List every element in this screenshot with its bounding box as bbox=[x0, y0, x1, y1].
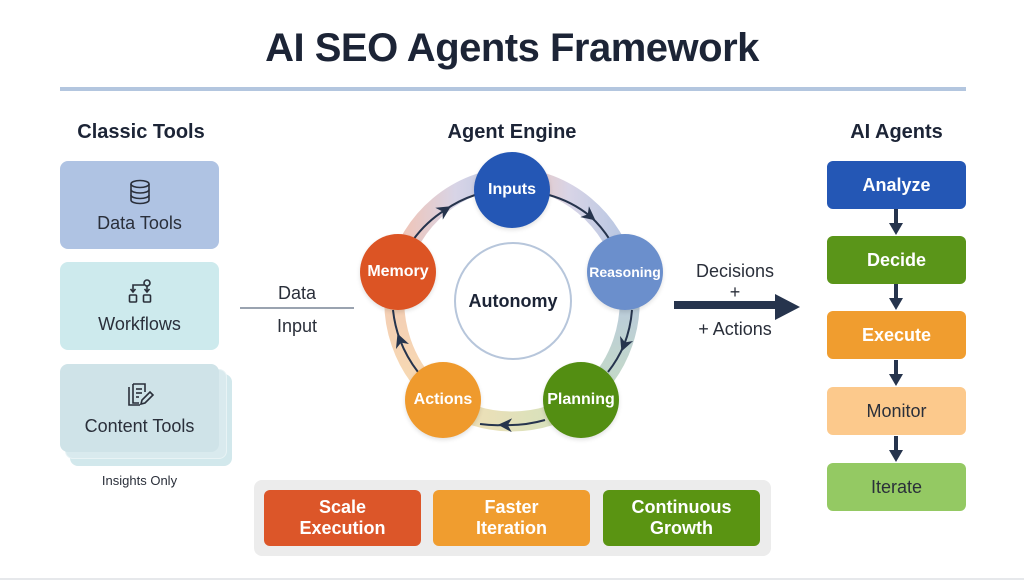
step-decide: Decide bbox=[827, 236, 966, 284]
outcome-line: Faster bbox=[484, 497, 539, 517]
content-tools-label: Content Tools bbox=[84, 415, 195, 436]
arrow-down-icon bbox=[889, 436, 903, 462]
step-monitor: Monitor bbox=[827, 387, 966, 435]
arrow-down-icon bbox=[889, 209, 903, 235]
output-arrow-head bbox=[775, 294, 800, 320]
insights-only-caption: Insights Only bbox=[101, 473, 178, 488]
step-execute-label: Execute bbox=[861, 324, 932, 345]
node-actions: Actions bbox=[405, 362, 481, 438]
input-label: Input bbox=[276, 316, 318, 336]
workflow-icon bbox=[128, 278, 151, 303]
step-iterate: Iterate bbox=[827, 463, 966, 511]
ai-agents-heading: AI Agents bbox=[850, 121, 943, 143]
arrow-down-icon bbox=[889, 284, 903, 310]
outcome-line: Growth bbox=[649, 518, 713, 538]
outcome-line: Scale bbox=[318, 497, 367, 517]
node-reasoning: Reasoning bbox=[587, 234, 663, 310]
node-memory-label: Memory bbox=[367, 263, 429, 280]
flow-arrow-planning-actions bbox=[498, 418, 546, 433]
data-tools-card: Data Tools bbox=[60, 161, 219, 249]
data-tools-label: Data Tools bbox=[97, 212, 182, 233]
database-icon bbox=[129, 179, 150, 204]
node-actions-label: Actions bbox=[413, 391, 473, 408]
node-reasoning-label: Reasoning bbox=[589, 264, 661, 280]
outcome-line: Execution bbox=[299, 518, 386, 538]
step-iterate-label: Iterate bbox=[870, 476, 923, 497]
node-planning: Planning bbox=[543, 362, 619, 438]
arrow-down-icon bbox=[889, 360, 903, 386]
outcome-line: Iteration bbox=[475, 518, 547, 538]
data-label: Data bbox=[277, 283, 317, 303]
step-analyze-label: Analyze bbox=[862, 174, 931, 195]
content-edit-icon bbox=[127, 382, 154, 406]
outcome-line: Continuous bbox=[631, 497, 732, 517]
flow-arrow-reasoning-planning bbox=[620, 309, 634, 352]
flow-arrow-inputs-reasoning bbox=[548, 194, 596, 221]
flow-arrow-reasoning-planning-tail bbox=[607, 344, 625, 373]
step-execute: Execute bbox=[827, 311, 966, 359]
workflows-card: Workflows bbox=[60, 262, 219, 350]
node-planning-label: Planning bbox=[547, 391, 615, 408]
agent-engine-heading: Agent Engine bbox=[447, 121, 577, 143]
node-inputs: Inputs bbox=[474, 152, 550, 228]
autonomy-center: Autonomy bbox=[454, 242, 572, 360]
autonomy-label: Autonomy bbox=[468, 290, 558, 311]
flow-arrow-planning-actions-tail bbox=[479, 423, 506, 427]
step-analyze: Analyze bbox=[827, 161, 966, 209]
node-memory: Memory bbox=[360, 234, 436, 310]
page-title: AI SEO Agents Framework bbox=[265, 26, 759, 70]
decisions-plus: + bbox=[729, 282, 741, 302]
step-monitor-label: Monitor bbox=[866, 400, 927, 421]
data-input-divider bbox=[240, 307, 354, 309]
node-inputs-label: Inputs bbox=[488, 181, 536, 198]
flow-arrow-actions-memory-tail bbox=[392, 309, 401, 341]
bottom-divider bbox=[0, 578, 1024, 580]
actions-label: + Actions bbox=[698, 319, 772, 339]
title-divider bbox=[60, 87, 966, 91]
classic-tools-heading: Classic Tools bbox=[77, 121, 205, 143]
decisions-label: Decisions bbox=[695, 261, 775, 281]
content-tools-card: Content Tools bbox=[60, 364, 219, 452]
workflows-label: Workflows bbox=[98, 313, 181, 334]
step-decide-label: Decide bbox=[866, 249, 927, 270]
